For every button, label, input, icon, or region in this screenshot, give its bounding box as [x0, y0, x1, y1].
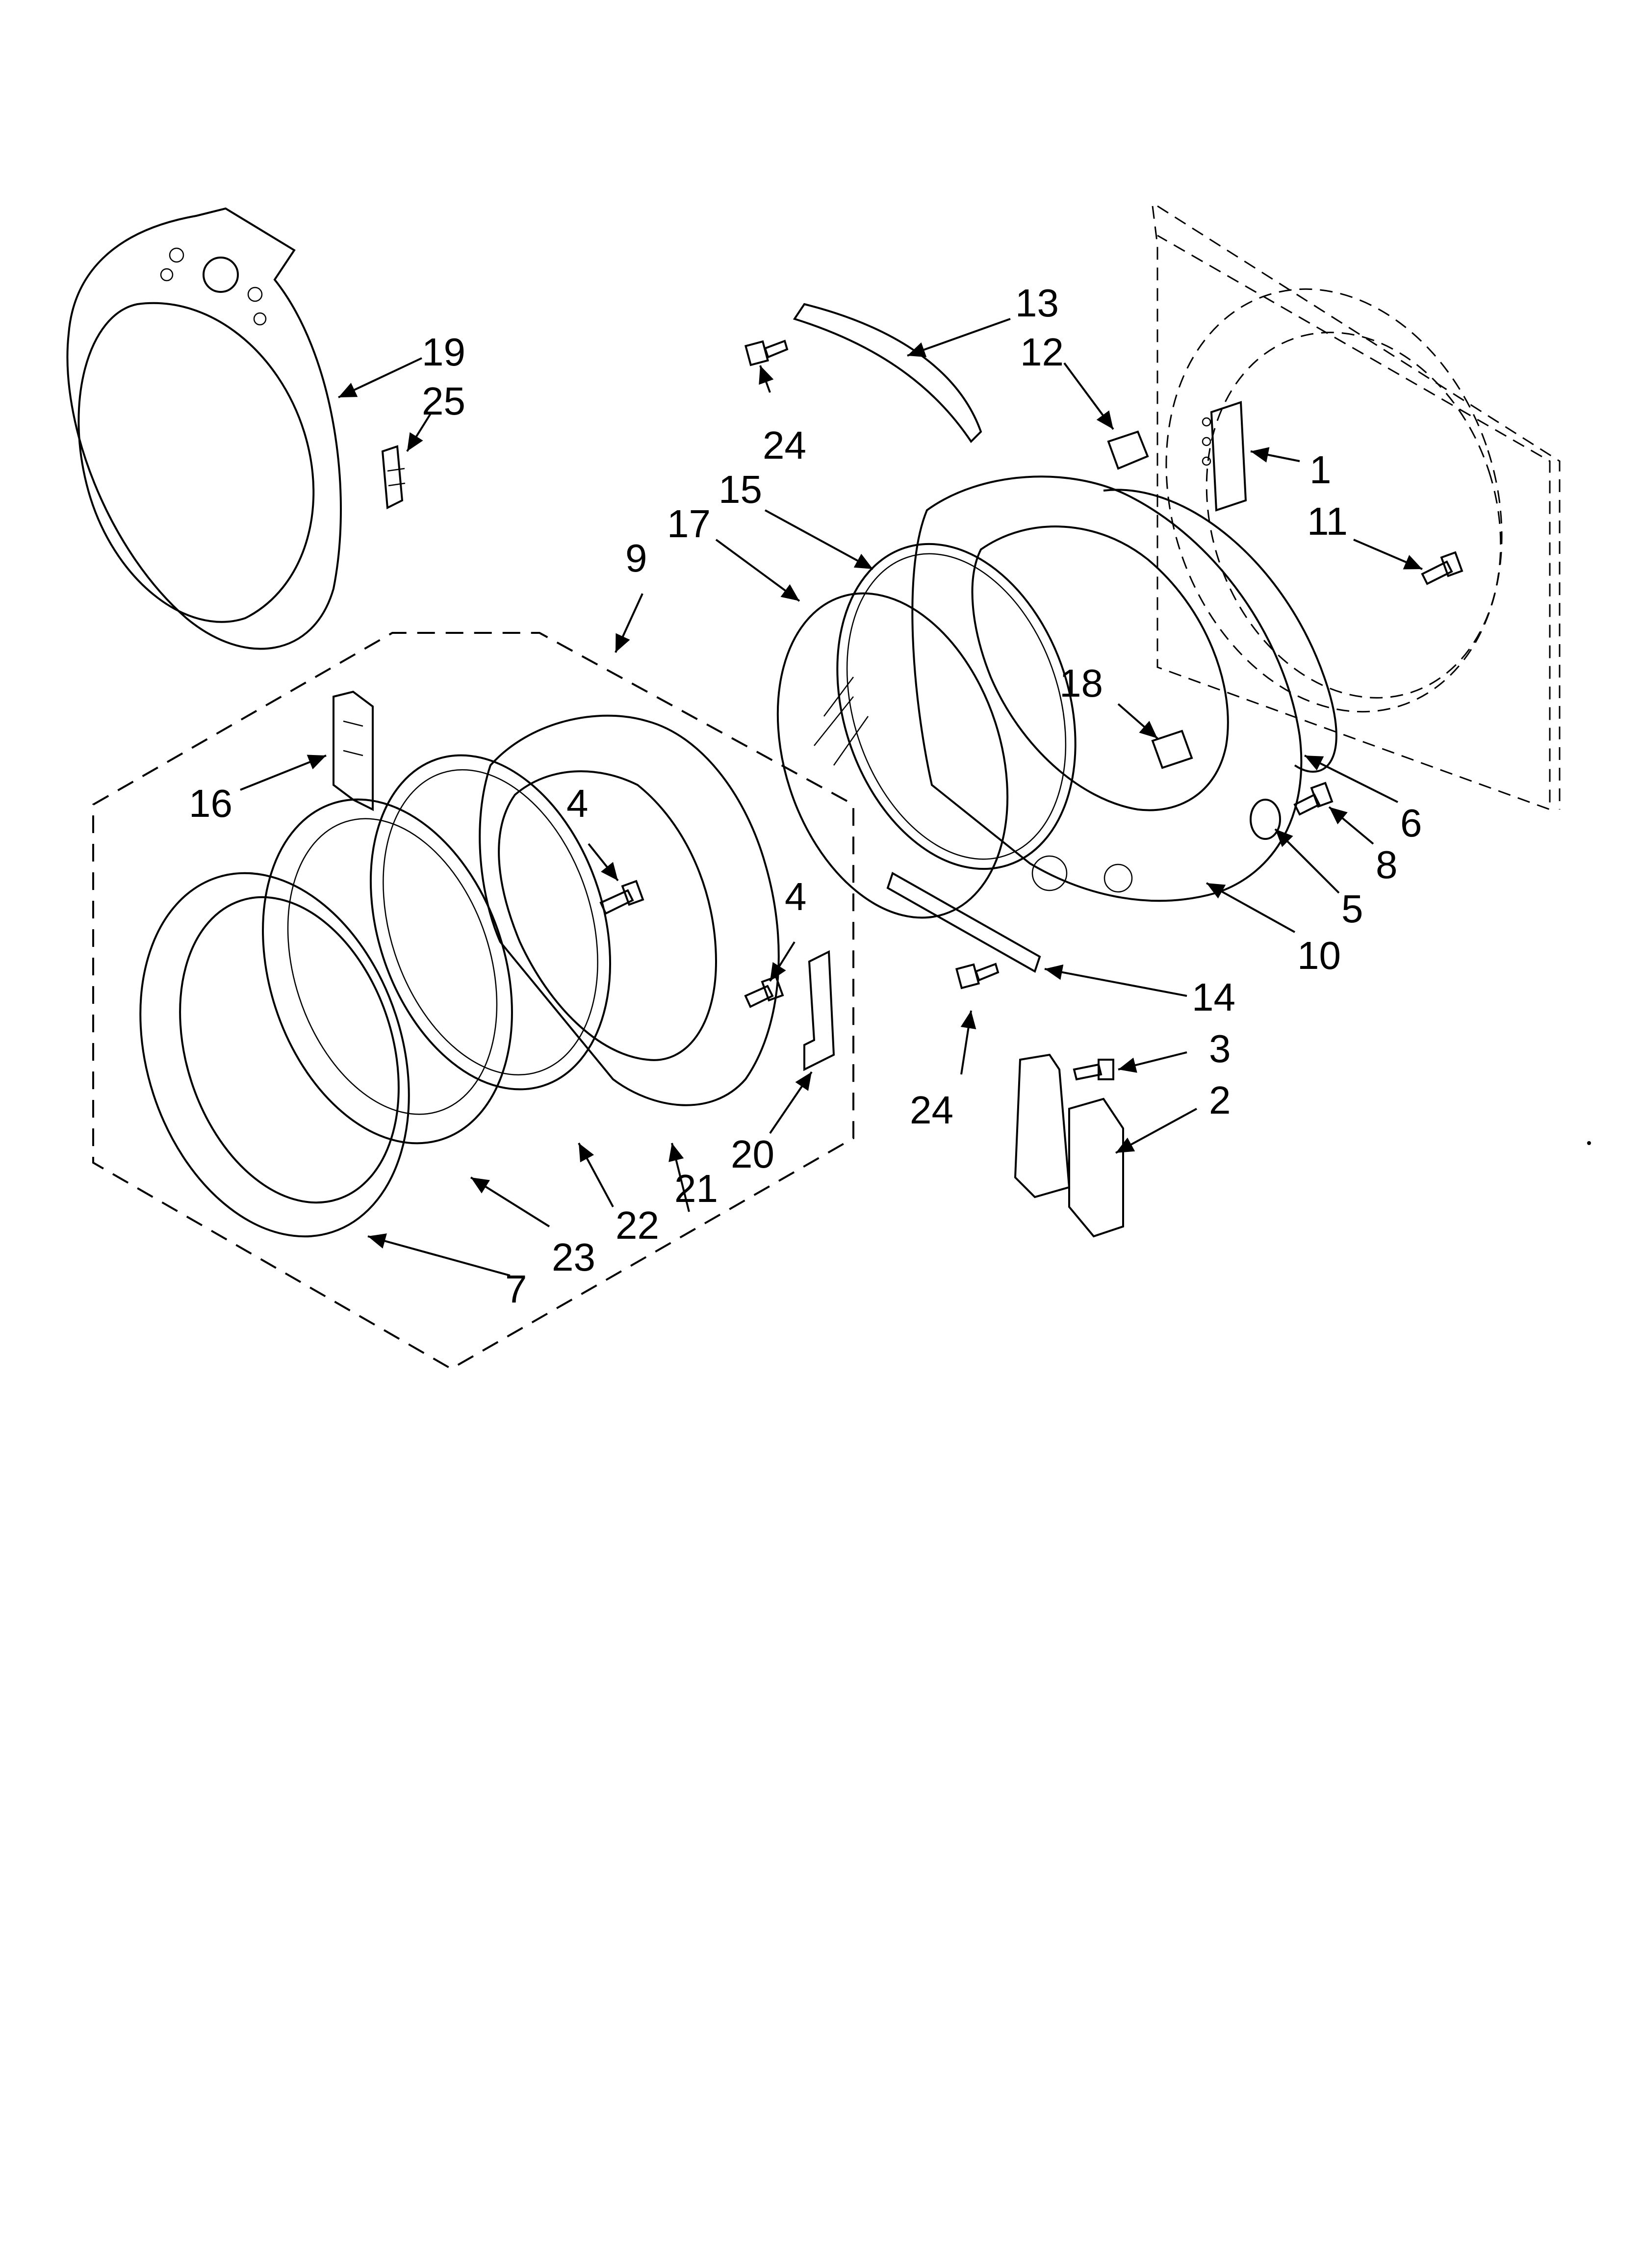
callout-2: 2: [1209, 1078, 1231, 1122]
screw-24a: [744, 339, 789, 366]
callout-14: 14: [1192, 975, 1235, 1019]
callout-15: 15: [718, 468, 762, 511]
callout-6: 6: [1400, 801, 1422, 845]
callout-9: 9: [625, 536, 647, 580]
callout-3: 3: [1209, 1027, 1231, 1070]
callout-4a: 4: [566, 782, 589, 825]
callout-5: 5: [1341, 887, 1363, 931]
part-5-washer: [1250, 799, 1281, 840]
leader-lines: [240, 318, 1423, 1277]
cabinet-outline: [1152, 205, 1561, 811]
callout-10: 10: [1297, 934, 1341, 977]
callout-17: 17: [667, 502, 711, 546]
screw-4b: [744, 975, 784, 1008]
part-7-outer-door: [139, 872, 410, 1238]
stray-dot: [1587, 1141, 1591, 1145]
callout-20: 20: [731, 1132, 774, 1176]
part-19-rear-ring: [66, 207, 342, 650]
callout-24a: 24: [763, 423, 806, 467]
callout-7: 7: [505, 1267, 527, 1311]
part-21-inner-door: [479, 714, 780, 1106]
screw-8: [1293, 782, 1334, 816]
part-20-bracket: [803, 950, 835, 1071]
screw-3: [1073, 1059, 1114, 1081]
callout-13: 13: [1015, 281, 1059, 325]
callout-8: 8: [1376, 843, 1398, 886]
callout-16: 16: [189, 782, 232, 825]
part-23-trim: [262, 798, 513, 1145]
part-14-strip: [886, 872, 1041, 973]
callout-24b: 24: [910, 1088, 953, 1132]
part-15-gasket: [836, 543, 1077, 870]
part-13-bar: [793, 303, 982, 443]
callout-21: 21: [674, 1167, 718, 1210]
callout-23: 23: [552, 1235, 595, 1279]
callout-1: 1: [1309, 448, 1332, 492]
part-12-bracket: [1107, 430, 1149, 470]
part-18-bracket: [1151, 730, 1193, 769]
part-22-ring: [369, 754, 612, 1091]
callout-labels: 19 25 13 12 1 11 24 15 17 9 18 16 4 4 6 …: [189, 281, 1422, 1311]
callout-18: 18: [1059, 661, 1103, 705]
screw-24b: [955, 963, 1000, 990]
part-10-front-panel: [911, 475, 1303, 902]
callout-25: 25: [422, 379, 465, 423]
part-16-bracket: [333, 690, 374, 811]
screw-4a: [599, 880, 644, 915]
part-9-assembly-boundary: [92, 632, 854, 1370]
callout-19: 19: [422, 330, 465, 374]
callout-22: 22: [616, 1203, 659, 1247]
part-2-latch: [1014, 1053, 1124, 1238]
part-1-hinge-plate: [1202, 401, 1247, 512]
callout-12: 12: [1020, 330, 1064, 374]
screw-11: [1421, 551, 1463, 585]
part-6-seal: [1103, 489, 1337, 773]
part-25-clip: [381, 445, 406, 510]
callout-11: 11: [1307, 499, 1348, 543]
callout-4b: 4: [785, 875, 807, 918]
